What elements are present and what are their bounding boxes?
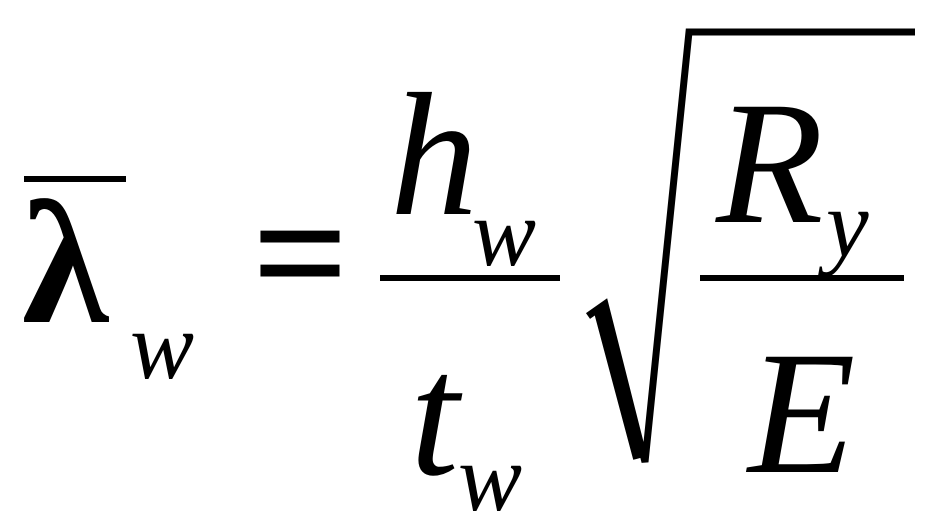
numerator-h: h <box>390 58 478 253</box>
lambda-overbar <box>24 176 126 182</box>
numerator-h-subscript: w <box>472 179 537 286</box>
fraction-bar <box>380 275 560 281</box>
radicand-E: E <box>748 316 856 511</box>
lambda-symbol: λ <box>22 166 109 361</box>
denominator-t-subscript: w <box>458 424 523 531</box>
lambda-subscript: w <box>130 292 195 399</box>
radicand-R-subscript: y <box>826 170 869 277</box>
radicand-fraction-bar <box>700 275 904 281</box>
equals-sign: = <box>252 159 349 347</box>
radicand-R: R <box>716 66 824 261</box>
denominator-t: t <box>410 318 459 513</box>
